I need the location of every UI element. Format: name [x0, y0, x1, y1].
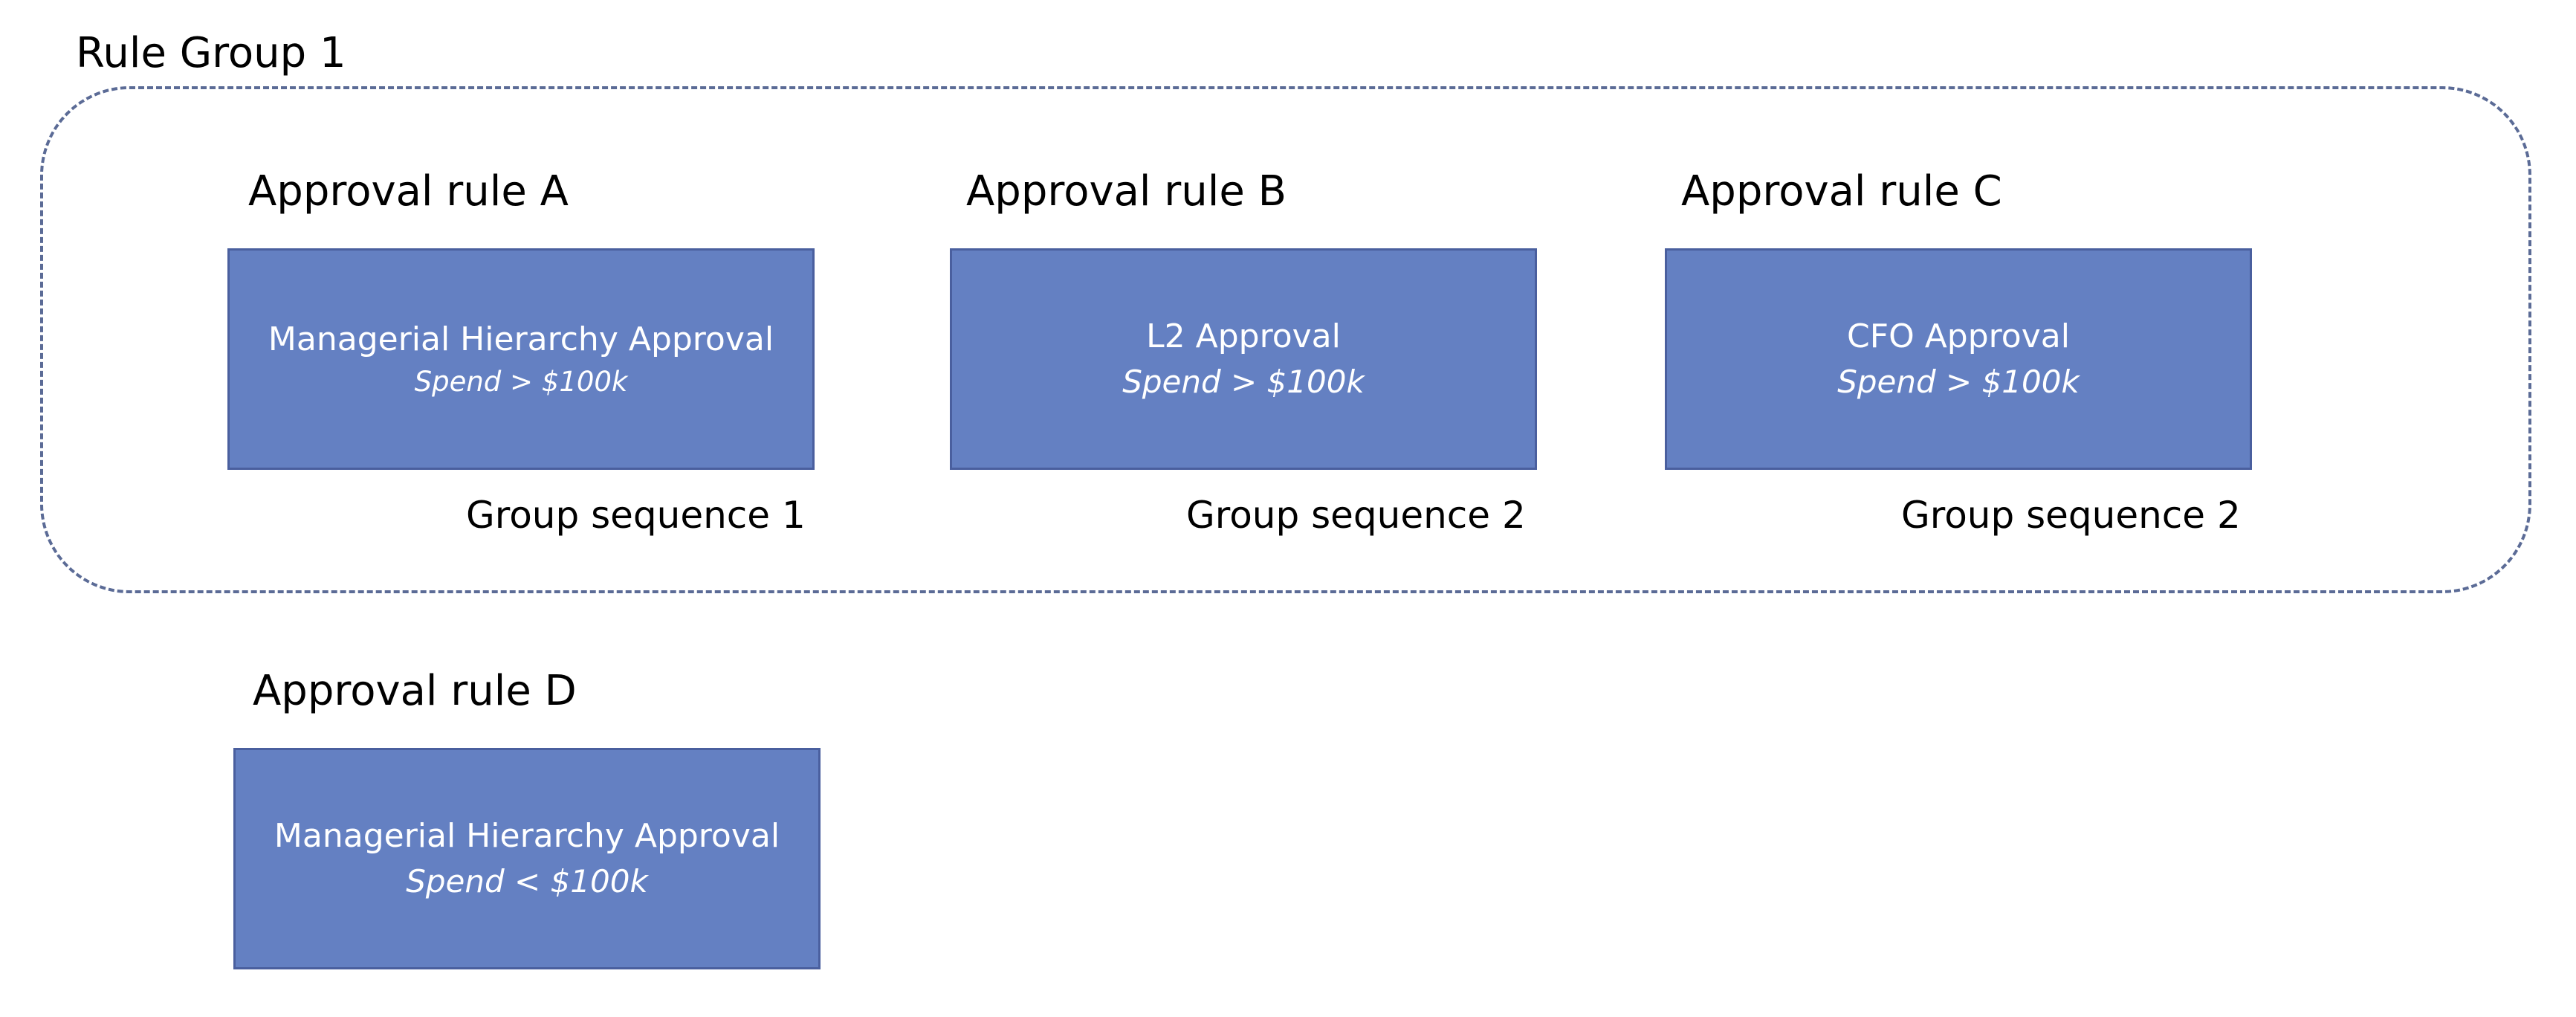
- approval-rule-c-sequence: Group sequence 2: [1901, 494, 2241, 537]
- approval-rule-b-title: Approval rule B: [966, 167, 1287, 216]
- approval-rule-b-condition: Spend > $100k: [1122, 364, 1365, 400]
- approval-rule-b-box[interactable]: L2 Approval Spend > $100k: [950, 248, 1537, 470]
- approval-rule-d-condition: Spend < $100k: [406, 863, 648, 900]
- approval-rule-c-title: Approval rule C: [1681, 167, 2002, 216]
- approval-rule-a-name: Managerial Hierarchy Approval: [268, 320, 774, 358]
- rule-group-container: [40, 86, 2531, 593]
- approval-rule-c-box[interactable]: CFO Approval Spend > $100k: [1665, 248, 2252, 470]
- approval-rule-b-name: L2 Approval: [1146, 317, 1341, 355]
- approval-rule-a-box[interactable]: Managerial Hierarchy Approval Spend > $1…: [227, 248, 815, 470]
- approval-rule-a-sequence: Group sequence 1: [466, 494, 806, 537]
- rule-group-title: Rule Group 1: [76, 29, 346, 77]
- approval-rule-a-condition: Spend > $100k: [414, 366, 628, 398]
- approval-rule-d-name: Managerial Hierarchy Approval: [274, 817, 780, 855]
- approval-rule-a-title: Approval rule A: [248, 167, 569, 216]
- approval-rule-c-name: CFO Approval: [1847, 317, 2070, 355]
- approval-rule-d-title: Approval rule D: [253, 667, 577, 715]
- approval-rule-c-condition: Spend > $100k: [1837, 364, 2080, 400]
- approval-rule-d-box[interactable]: Managerial Hierarchy Approval Spend < $1…: [233, 748, 821, 969]
- approval-rule-b-sequence: Group sequence 2: [1186, 494, 1526, 537]
